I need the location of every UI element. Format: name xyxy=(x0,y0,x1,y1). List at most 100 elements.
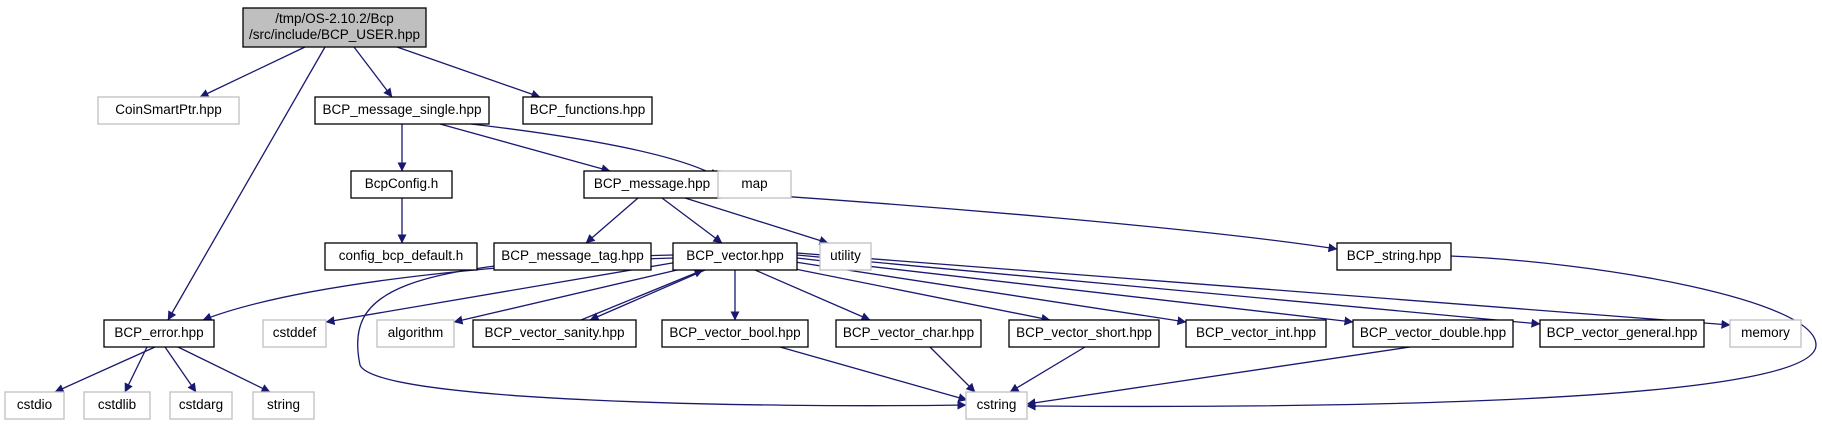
edge-error-to-cstdio xyxy=(54,346,156,393)
node-root[interactable]: /tmp/OS-2.10.2/Bcp/src/include/BCP_USER.… xyxy=(242,7,427,48)
edge-vector-to-cstddef xyxy=(325,261,679,325)
node-label: config_bcp_default.h xyxy=(339,248,464,263)
node-algorithm: algorithm xyxy=(376,319,455,348)
node-label: BCP_vector_bool.hpp xyxy=(669,325,800,340)
node-box xyxy=(583,170,721,199)
node-label: BCP_vector_short.hpp xyxy=(1016,325,1152,340)
node-cstdarg: cstdarg xyxy=(169,391,233,420)
edge-vector-to-v_char xyxy=(754,269,871,321)
node-label: BCP_vector_sanity.hpp xyxy=(484,325,624,340)
node-msg_single[interactable]: BCP_message_single.hpp xyxy=(314,96,490,125)
node-label: utility xyxy=(830,248,861,263)
node-coinsmartptr: CoinSmartPtr.hpp xyxy=(97,96,240,125)
node-v_sanity[interactable]: BCP_vector_sanity.hpp xyxy=(472,319,637,348)
edge-v_double-to-cstring xyxy=(1026,346,1411,408)
node-label: BcpConfig.h xyxy=(365,176,439,191)
node-map: map xyxy=(717,170,792,199)
node-utility: utility xyxy=(819,242,872,271)
edge-error-to-cstdlib xyxy=(124,346,148,393)
edge-v_sanity-to-vector xyxy=(580,269,704,321)
edge-string_hpp-to-cstring xyxy=(1026,255,1817,411)
node-label: algorithm xyxy=(388,325,444,340)
edge-vector-to-v_general xyxy=(796,254,1541,328)
node-box xyxy=(376,319,455,348)
nodes-layer: /tmp/OS-2.10.2/Bcp/src/include/BCP_USER.… xyxy=(4,7,1802,420)
edge-vector-to-v_int xyxy=(794,261,1187,326)
edge-v_bool-to-cstring xyxy=(779,346,968,402)
node-label: BCP_vector_general.hpp xyxy=(1547,325,1698,340)
node-v_short[interactable]: BCP_vector_short.hpp xyxy=(1008,319,1160,348)
node-label: /tmp/OS-2.10.2/Bcp xyxy=(275,11,394,26)
node-label: string xyxy=(267,397,300,412)
edge-msg_single-to-map xyxy=(470,123,719,178)
node-label: BCP_error.hpp xyxy=(114,325,203,340)
node-string: string xyxy=(252,391,315,420)
node-label: cstdarg xyxy=(179,397,223,412)
edge-error-to-cstdarg xyxy=(164,346,197,393)
node-box xyxy=(350,170,453,199)
edge-root-to-functions xyxy=(396,46,541,99)
node-box xyxy=(717,170,792,199)
node-box xyxy=(314,96,490,125)
node-message[interactable]: BCP_message.hpp xyxy=(583,170,721,199)
node-box xyxy=(4,391,65,420)
node-v_char[interactable]: BCP_vector_char.hpp xyxy=(835,319,982,348)
node-string_hpp[interactable]: BCP_string.hpp xyxy=(1336,242,1452,271)
node-box xyxy=(169,391,233,420)
node-label: BCP_message.hpp xyxy=(594,176,710,191)
node-box xyxy=(1729,319,1802,348)
edge-vector-to-v_short xyxy=(779,265,1051,323)
node-box xyxy=(1539,319,1705,348)
node-label: cstdio xyxy=(17,397,52,412)
node-label: cstring xyxy=(977,397,1017,412)
node-v_int[interactable]: BCP_vector_int.hpp xyxy=(1185,319,1327,348)
node-cstdio: cstdio xyxy=(4,391,65,420)
edge-root-to-error xyxy=(167,46,326,321)
node-config_default[interactable]: config_bcp_default.h xyxy=(324,242,478,271)
node-label: BCP_vector_int.hpp xyxy=(1196,325,1316,340)
edge-vector-to-cstring xyxy=(356,254,967,410)
node-label: BCP_vector_double.hpp xyxy=(1360,325,1506,340)
node-label: memory xyxy=(1741,325,1790,340)
node-functions[interactable]: BCP_functions.hpp xyxy=(522,96,653,125)
node-box xyxy=(661,319,809,348)
node-box xyxy=(472,319,637,348)
node-box xyxy=(672,242,798,271)
node-msg_tag[interactable]: BCP_message_tag.hpp xyxy=(493,242,652,271)
node-box xyxy=(103,319,215,348)
node-box xyxy=(522,96,653,125)
edge-error-to-string xyxy=(177,346,271,393)
node-label: /src/include/BCP_USER.hpp xyxy=(249,27,420,42)
edge-message-to-msg_tag xyxy=(585,197,639,244)
node-box xyxy=(83,391,151,420)
edges-layer xyxy=(54,46,1817,411)
edge-root-to-coinsmartptr xyxy=(199,46,306,98)
node-box xyxy=(97,96,240,125)
node-v_general[interactable]: BCP_vector_general.hpp xyxy=(1539,319,1705,348)
edge-v_char-to-cstring xyxy=(929,346,976,393)
node-bcpconfig[interactable]: BcpConfig.h xyxy=(350,170,453,199)
node-label: BCP_vector.hpp xyxy=(686,248,784,263)
node-box xyxy=(835,319,982,348)
node-v_bool[interactable]: BCP_vector_bool.hpp xyxy=(661,319,809,348)
edge-vector-to-v_sanity xyxy=(589,269,706,321)
node-label: cstddef xyxy=(273,325,317,340)
node-box xyxy=(1336,242,1452,271)
edge-message-to-string_hpp xyxy=(719,191,1338,253)
node-label: BCP_message_tag.hpp xyxy=(501,248,644,263)
edge-vector-to-memory xyxy=(796,252,1731,329)
node-error[interactable]: BCP_error.hpp xyxy=(103,319,215,348)
node-box xyxy=(324,242,478,271)
node-cstring: cstring xyxy=(965,391,1028,420)
node-box xyxy=(1352,319,1514,348)
edge-vector-to-v_double xyxy=(796,257,1354,326)
node-v_double[interactable]: BCP_vector_double.hpp xyxy=(1352,319,1514,348)
node-label: BCP_string.hpp xyxy=(1347,248,1442,263)
node-vector[interactable]: BCP_vector.hpp xyxy=(672,242,798,271)
node-label: BCP_functions.hpp xyxy=(530,102,646,117)
node-box xyxy=(1185,319,1327,348)
edge-message-to-vector xyxy=(661,197,723,244)
node-box xyxy=(242,7,427,48)
node-label: CoinSmartPtr.hpp xyxy=(115,102,222,117)
